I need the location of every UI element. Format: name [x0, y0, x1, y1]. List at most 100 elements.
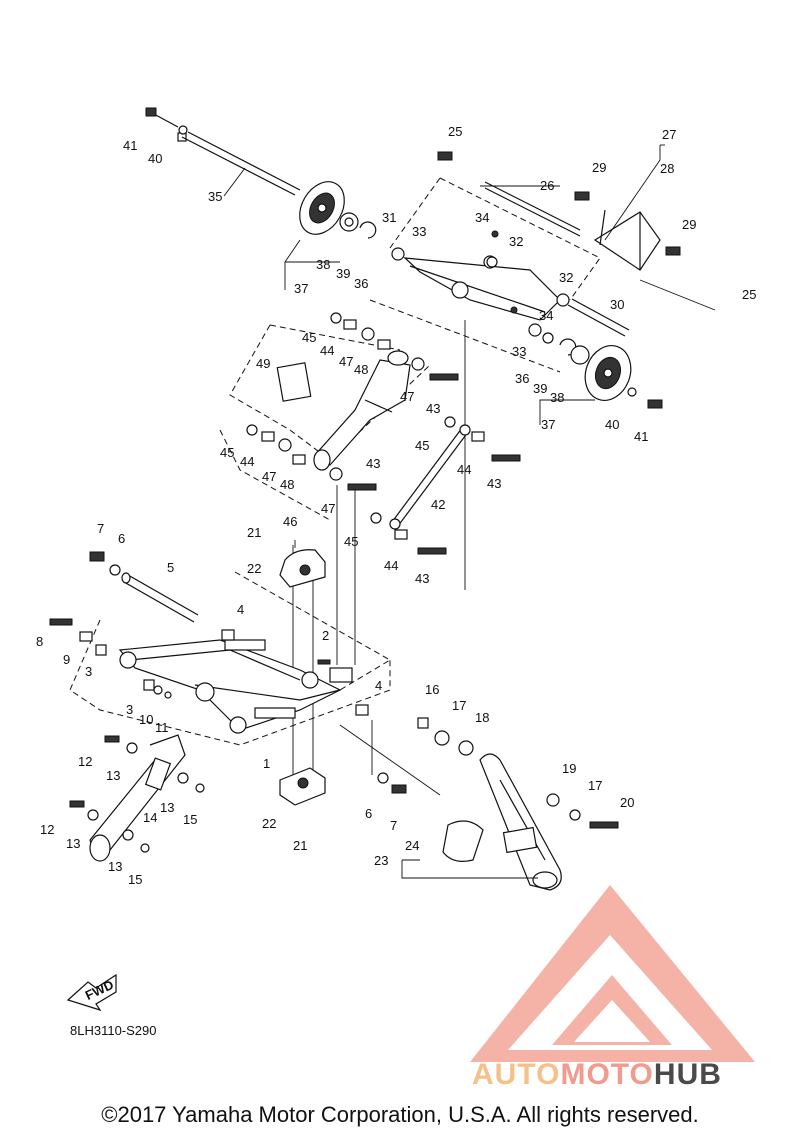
callout-38: 38 [316, 257, 330, 272]
callout-37: 37 [294, 281, 308, 296]
wordmark-moto: MOTO [560, 1058, 654, 1091]
callout-45c: 45 [415, 438, 429, 453]
callout-40: 40 [148, 151, 162, 166]
copyright-notice: ©2017 Yamaha Motor Corporation, U.S.A. A… [101, 1102, 699, 1127]
callout-14: 14 [143, 810, 157, 825]
callout-45d: 45 [344, 534, 358, 549]
callout-4: 4 [237, 602, 244, 617]
callout-leaders [223, 144, 665, 879]
callout-41: 41 [123, 138, 137, 153]
callout-42: 42 [431, 497, 445, 512]
diagram-code: 8LH3110-S290 [70, 1023, 157, 1038]
callout-22b: 22 [262, 816, 276, 831]
callout-23: 23 [374, 853, 388, 868]
callout-26: 26 [540, 178, 554, 193]
slide-block-22 [279, 540, 326, 806]
callout-34: 34 [475, 210, 489, 225]
callout-24: 24 [405, 838, 419, 853]
callout-44d: 44 [384, 558, 398, 573]
callout-13: 13 [106, 768, 120, 783]
callout-35: 35 [208, 189, 222, 204]
bracket-27 [437, 151, 681, 271]
callout-22: 22 [247, 561, 261, 576]
automotohub-logo [470, 885, 755, 1062]
front-shaft-5 [49, 551, 199, 642]
callout-31: 31 [382, 210, 396, 225]
callout-36: 36 [354, 276, 368, 291]
callout-17: 17 [452, 698, 466, 713]
rod-42 [389, 424, 471, 530]
callout-10: 10 [139, 712, 153, 727]
callout-7b: 7 [390, 818, 397, 833]
callout-49: 49 [256, 356, 270, 371]
callout-43c: 43 [487, 476, 501, 491]
callout-40b: 40 [605, 417, 619, 432]
callout-25b: 25 [742, 287, 756, 302]
callout-47d: 47 [321, 501, 335, 516]
callout-6b: 6 [365, 806, 372, 821]
callout-37b: 37 [541, 417, 555, 432]
callout-43d: 43 [415, 571, 429, 586]
idler-wheel-37-lower [528, 323, 663, 409]
callout-33: 33 [412, 224, 426, 239]
rear-shaft-35 [145, 107, 301, 196]
callout-41b: 41 [634, 429, 648, 444]
fwd-arrow: FWD [66, 973, 117, 1012]
callout-17b: 17 [588, 778, 602, 793]
assembly-boundaries [69, 177, 601, 746]
callout-18: 18 [475, 710, 489, 725]
callout-25: 25 [448, 124, 462, 139]
callout-39: 39 [336, 266, 350, 281]
callout-39b: 39 [533, 381, 547, 396]
link-14 [69, 734, 205, 862]
callout-2: 2 [322, 628, 329, 643]
shock-hardware [246, 230, 521, 555]
callout-32: 32 [509, 234, 523, 249]
callout-45: 45 [302, 330, 316, 345]
callout-15b: 15 [128, 872, 142, 887]
callout-46: 46 [283, 514, 297, 529]
automotohub-wordmark: AUTOMOTOHUB [472, 1058, 722, 1092]
callout-29: 29 [592, 160, 606, 175]
callout-9: 9 [63, 652, 70, 667]
callout-21: 21 [247, 525, 261, 540]
callout-21b: 21 [293, 838, 307, 853]
callout-44: 44 [320, 343, 334, 358]
shock-23 [377, 717, 619, 891]
callout-20: 20 [620, 795, 634, 810]
callout-13b: 13 [160, 800, 174, 815]
callout-16: 16 [425, 682, 439, 697]
callout-11: 11 [155, 720, 169, 735]
callout-36b: 36 [515, 371, 529, 386]
callout-45b: 45 [220, 445, 234, 460]
callout-12: 12 [78, 754, 92, 769]
callout-30: 30 [610, 297, 624, 312]
callout-13d: 13 [108, 859, 122, 874]
callout-47b: 47 [400, 389, 414, 404]
callout-1: 1 [263, 756, 270, 771]
callout-19: 19 [562, 761, 576, 776]
callout-48: 48 [354, 362, 368, 377]
callout-15: 15 [183, 812, 197, 827]
callout-43b: 43 [366, 456, 380, 471]
callout-32b: 32 [559, 270, 573, 285]
shock-absorber-46 [276, 350, 411, 471]
callout-6: 6 [118, 531, 125, 546]
swing-arm-1 [95, 629, 369, 734]
callout-38b: 38 [550, 390, 564, 405]
wordmark-hub: HUB [653, 1058, 722, 1091]
callout-33b: 33 [512, 344, 526, 359]
callout-44c: 44 [457, 462, 471, 477]
callout-44b: 44 [240, 454, 254, 469]
callout-3b: 3 [126, 702, 133, 717]
callout-43: 43 [426, 401, 440, 416]
callout-12b: 12 [40, 822, 54, 837]
callouts: 1 2 3 3 4 4 5 6 6 7 7 8 9 10 11 12 12 13… [36, 124, 756, 887]
callout-4b: 4 [375, 678, 382, 693]
callout-29b: 29 [682, 217, 696, 232]
callout-48b: 48 [280, 477, 294, 492]
callout-47c: 47 [262, 469, 276, 484]
callout-5: 5 [167, 560, 174, 575]
callout-7: 7 [97, 521, 104, 536]
